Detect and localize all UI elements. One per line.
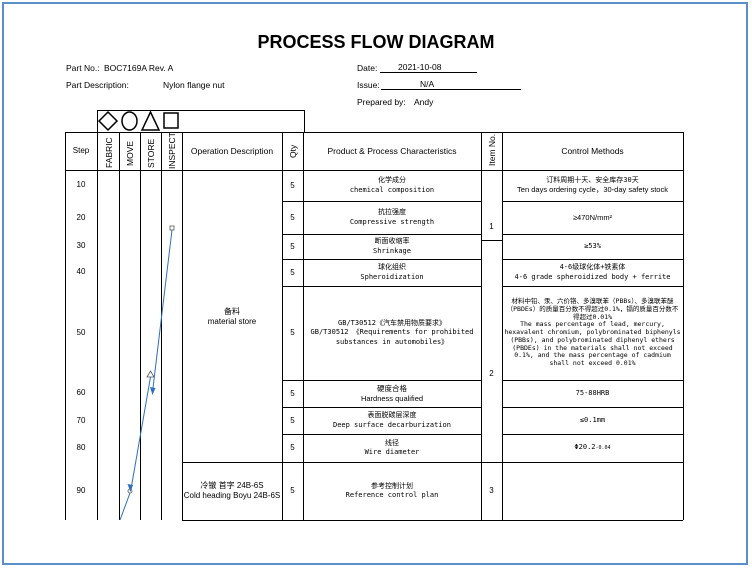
characteristic-20-cn: 抗拉强度 [378, 208, 406, 217]
col-header-operation: Operation Description [190, 145, 274, 156]
characteristic-40-cn: 球化组织 [378, 263, 406, 272]
qty-90: 5 [290, 486, 295, 495]
flow-store-marker-icon [146, 370, 155, 378]
part-no-label: Part No.: [66, 63, 100, 73]
characteristic-80-cn: 线径 [385, 438, 399, 447]
step-50: 50 [76, 328, 86, 337]
flow-line-inspect-to-store [152, 229, 173, 393]
characteristic-60-en: Hardness qualified [360, 393, 424, 403]
characteristic-90-en: Reference control plan [345, 491, 439, 499]
flow-line-store-to-move [130, 376, 151, 490]
step-10: 10 [76, 180, 86, 189]
characteristic-70-en: Deep surface decarburization [332, 420, 451, 429]
qty-50: 5 [290, 328, 295, 337]
move-circle-icon [121, 111, 138, 131]
control-40-en: 4-6 grade spheroidized body + ferrite [514, 272, 671, 281]
control-20: ≥470N/mm² [572, 212, 613, 222]
date-value: 2021-10-08 [398, 62, 442, 72]
control-30: ≥53% [584, 241, 601, 250]
characteristic-50-cn: GB/T30512《汽车禁用物质要求》 [338, 319, 446, 328]
characteristic-30-cn: 断面收缩率 [374, 237, 410, 246]
qty-70: 5 [290, 415, 295, 425]
control-50: 材料中铅、汞、六价铬、多溴联苯（PBBs）、多溴联苯醚（PBDEs）的质量百分数… [504, 287, 681, 379]
issue-value: N/A [420, 79, 435, 89]
step-80: 80 [76, 443, 86, 452]
qty-20: 5 [290, 212, 295, 222]
characteristic-90-cn: 参考控制计划 [371, 481, 413, 490]
control-80-value: Φ20.2 [574, 443, 596, 452]
inspect-square-icon [163, 112, 179, 129]
fabric-diamond-icon [97, 110, 119, 132]
issue-label: Issue: [357, 80, 380, 90]
col-header-characteristics: Product & Process Characteristics [327, 145, 457, 156]
step-60: 60 [76, 388, 86, 397]
prepared-by-label: Prepared by: [357, 97, 406, 107]
operation-cold-heading-cn: 冷镦 首字 24B-6S [200, 481, 264, 490]
operation-material-store: 备料 material store [182, 300, 282, 334]
flow-arrowhead-store-icon [150, 387, 156, 395]
step-20: 20 [76, 213, 86, 222]
characteristic-20-en: Compressive strength [349, 217, 435, 226]
characteristic-60-cn: 硬度合格 [377, 384, 407, 394]
characteristic-50-en: GB/T30512 《Requirements for prohibited s… [310, 328, 474, 346]
control-60: 75-88HRB [575, 388, 610, 397]
flow-inspect-marker-icon [169, 225, 175, 231]
operation-cold-heading-en: Cold heading Boyu 24B-6S [183, 491, 281, 500]
part-description-label: Part Description: [66, 80, 129, 90]
control-10-en: Ten days ordering cycle，30-day safety st… [517, 185, 668, 195]
store-triangle-icon [140, 110, 161, 131]
control-50-en: The mass percentage of lead, mercury, he… [504, 320, 681, 368]
item-no-1: 1 [489, 222, 494, 231]
qty-80: 5 [290, 443, 295, 452]
page-title: PROCESS FLOW DIAGRAM [257, 32, 495, 52]
item-no-3: 3 [489, 486, 494, 495]
characteristic-70: 表面脱碳层深度 Deep surface decarburization [303, 407, 481, 434]
step-90: 90 [76, 486, 86, 495]
characteristic-50: GB/T30512《汽车禁用物质要求》 GB/T30512 《Requireme… [309, 286, 475, 380]
qty-10: 5 [290, 180, 295, 190]
characteristic-10-en: chemical composition [349, 185, 435, 194]
operation-material-store-cn: 备料 [224, 307, 240, 316]
control-80: Φ20.2-0.04 [502, 434, 683, 462]
flow-line-move-down [119, 492, 131, 521]
characteristic-20: 抗拉强度 Compressive strength [303, 201, 481, 234]
control-80-tolerance: -0.04 [595, 444, 611, 451]
flow-arrowhead-move-icon [127, 484, 133, 492]
qty-60: 5 [290, 388, 295, 398]
characteristic-90: 参考控制计划 Reference control plan [303, 462, 481, 520]
qty-40: 5 [290, 267, 295, 277]
control-10-cn: 订料周期十天、安全库存30天 [546, 176, 639, 185]
qty-30: 5 [290, 241, 295, 251]
characteristic-30-en: Shrinkage [373, 246, 411, 255]
item-no-2: 2 [489, 369, 494, 378]
control-40-cn: 4-6级球化体+铁素体 [559, 263, 626, 272]
part-description-value: Nylon flange nut [163, 80, 225, 90]
characteristic-70-cn: 表面脱碳层深度 [367, 411, 417, 420]
characteristic-40-en: Spheroidization [360, 272, 424, 281]
characteristic-80-en: Wire diameter [364, 448, 420, 456]
step-70: 70 [76, 416, 86, 425]
prepared-by-value: Andy [414, 97, 434, 107]
characteristic-40: 球化组织 Spheroidization [303, 259, 481, 286]
characteristic-10: 化学成分 chemical composition [303, 170, 481, 201]
part-no-value: BOC7169A Rev. A [104, 63, 174, 73]
col-header-control: Control Methods [561, 145, 624, 156]
col-header-step: Step [72, 146, 90, 155]
characteristic-60: 硬度合格 Hardness qualified [303, 380, 481, 407]
control-10: 订料周期十天、安全库存30天 Ten days ordering cycle，3… [502, 170, 683, 201]
control-40: 4-6级球化体+铁素体 4-6 grade spheroidized body … [502, 259, 683, 286]
table-top-border [65, 132, 683, 133]
characteristic-30: 断面收缩率 Shrinkage [303, 234, 481, 259]
date-label: Date: [357, 63, 378, 73]
characteristic-10-cn: 化学成分 [378, 176, 406, 185]
control-70: ≤0.1mm [579, 415, 606, 424]
operation-material-store-en: material store [207, 317, 257, 326]
operation-cold-heading: 冷镦 首字 24B-6S Cold heading Boyu 24B-6S [182, 462, 282, 520]
step-40: 40 [76, 267, 86, 276]
control-50-cn: 材料中铅、汞、六价铬、多溴联苯（PBBs）、多溴联苯醚（PBDEs）的质量百分数… [506, 296, 679, 321]
step-30: 30 [76, 241, 86, 250]
characteristic-80: 线径 Wire diameter [303, 434, 481, 462]
